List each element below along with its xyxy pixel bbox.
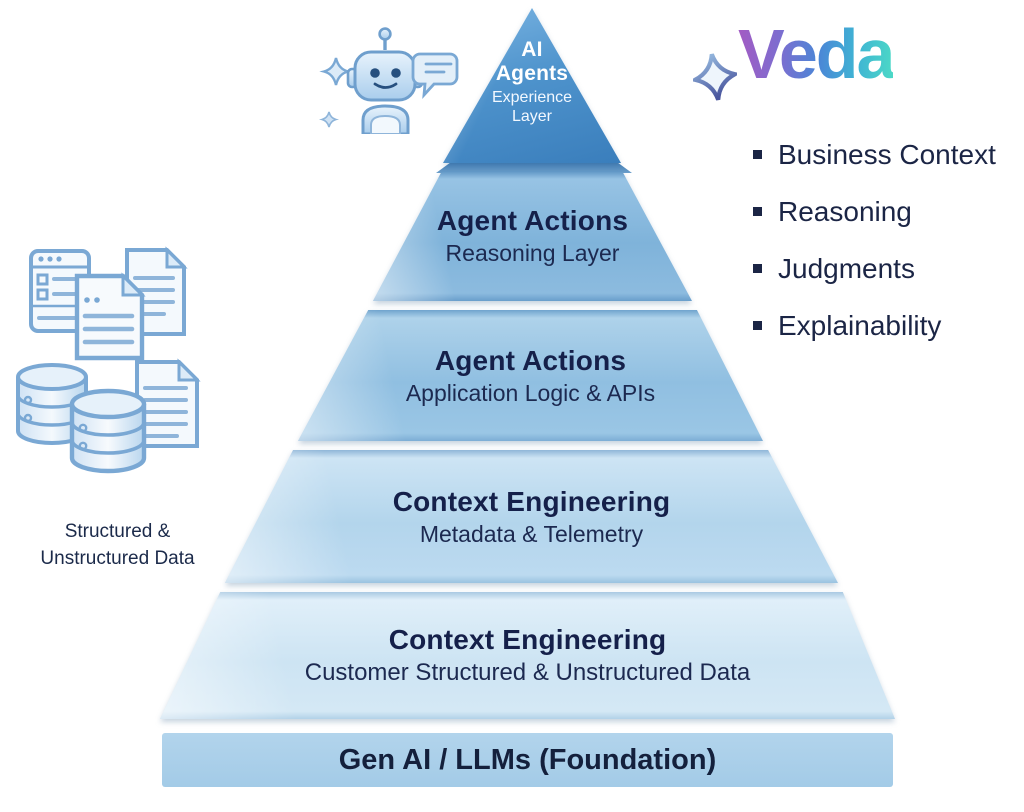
document-icon bbox=[135, 358, 201, 448]
brand-logo: Veda bbox=[690, 15, 950, 118]
layer-title: Agent Actions bbox=[436, 205, 629, 236]
foundation-label: Gen AI / LLMs (Foundation) bbox=[338, 743, 717, 776]
capability-label: Reasoning bbox=[778, 195, 912, 227]
layer-subtitle: Experience Layer bbox=[491, 89, 573, 126]
list-item: Explainability bbox=[753, 297, 996, 354]
bullet-icon bbox=[753, 264, 762, 273]
capability-label: Explainability bbox=[778, 309, 942, 341]
sparkle-icon bbox=[318, 111, 340, 128]
data-sources-label: Structured & Unstructured Data bbox=[40, 521, 195, 569]
robot-with-speech-bubble-icon bbox=[312, 24, 460, 136]
list-item: Business Context bbox=[753, 126, 996, 183]
pyramid-layer-reasoning: Agent Actions Reasoning Layer bbox=[373, 171, 692, 301]
pyramid-layer-experience: AI Agents Experience Layer bbox=[443, 8, 621, 163]
layer-title: Context Engineering bbox=[392, 485, 671, 517]
four-point-star-icon bbox=[693, 53, 737, 101]
pyramid-layer-application-logic: Agent Actions Application Logic & APIs bbox=[298, 310, 763, 441]
brand-name: Veda bbox=[738, 15, 895, 93]
foundation-bar: Gen AI / LLMs (Foundation) bbox=[162, 733, 893, 787]
bullet-icon bbox=[753, 207, 762, 216]
layer-subtitle: Reasoning Layer bbox=[445, 240, 620, 266]
apex-base-shadow bbox=[436, 163, 632, 173]
list-item: Reasoning bbox=[753, 183, 996, 240]
pyramid-layer-metadata: Context Engineering Metadata & Telemetry bbox=[225, 450, 838, 583]
list-item: Judgments bbox=[753, 240, 996, 297]
layer-title: Agent Actions bbox=[434, 344, 627, 376]
speech-bubble-icon bbox=[411, 52, 459, 100]
database-icon bbox=[69, 388, 147, 474]
layer-subtitle: Customer Structured & Unstructured Data bbox=[304, 659, 751, 686]
layer-subtitle: Metadata & Telemetry bbox=[419, 520, 644, 547]
pyramid-layer-customer-data: Context Engineering Customer Structured … bbox=[160, 592, 895, 719]
bullet-icon bbox=[753, 150, 762, 159]
sparkle-icon bbox=[319, 57, 353, 86]
capability-list: Business Context Reasoning Judgments Exp… bbox=[753, 126, 996, 354]
layer-subtitle: Application Logic & APIs bbox=[405, 379, 656, 406]
data-source-icons bbox=[8, 240, 213, 475]
capability-label: Judgments bbox=[778, 252, 915, 284]
layer-title: Context Engineering bbox=[388, 624, 667, 655]
bullet-icon bbox=[753, 321, 762, 330]
capability-label: Business Context bbox=[778, 138, 996, 170]
database-icon bbox=[16, 363, 88, 445]
layer-title: AI Agents bbox=[495, 38, 569, 86]
document-icon bbox=[74, 272, 146, 361]
